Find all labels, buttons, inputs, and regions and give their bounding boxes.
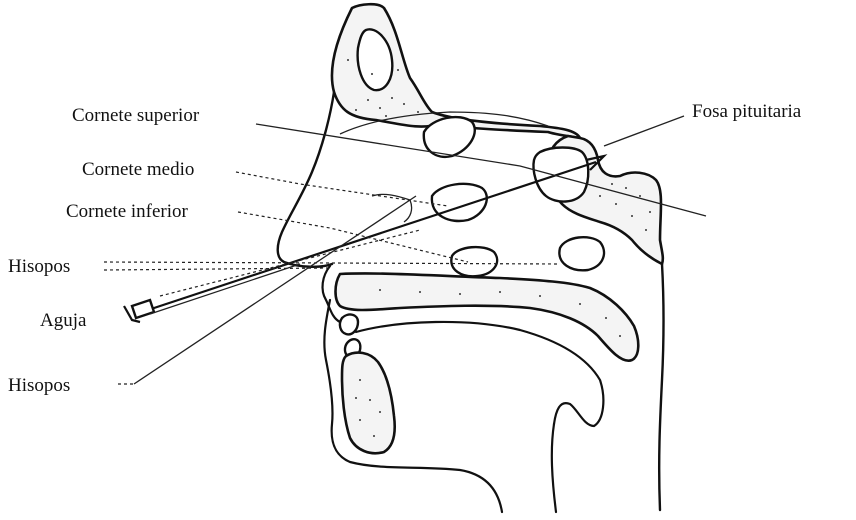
middle-turbinate-tail [372,194,412,222]
label-cornete-superior: Cornete superior [72,105,200,126]
upper-incisor [340,315,358,335]
nasal-septum-area [559,237,604,270]
label-aguja: Aguja [40,310,87,331]
label-fosa-pituitaria: Fosa pituitaria [692,101,802,122]
swab-upper-2 [104,268,330,270]
nose-outline [278,92,334,267]
pharynx-wall [659,264,663,510]
needle-hub [132,300,154,318]
hard-palate [336,273,639,360]
label-cornete-medio: Cornete medio [82,159,194,180]
leader-cornete-medio [236,172,448,206]
mandible [342,353,395,454]
pharynx-front [552,424,556,512]
middle-turbinate [432,184,487,221]
label-hisopos-bottom: Hisopos [8,375,70,396]
inferior-turbinate [451,247,497,276]
leader-fosa-pituitaria [604,116,684,146]
superior-turbinate [424,117,475,157]
label-hisopos-top: Hisopos [8,256,70,277]
leader-cornete-inferior [238,212,468,262]
label-cornete-inferior: Cornete inferior [66,201,189,222]
